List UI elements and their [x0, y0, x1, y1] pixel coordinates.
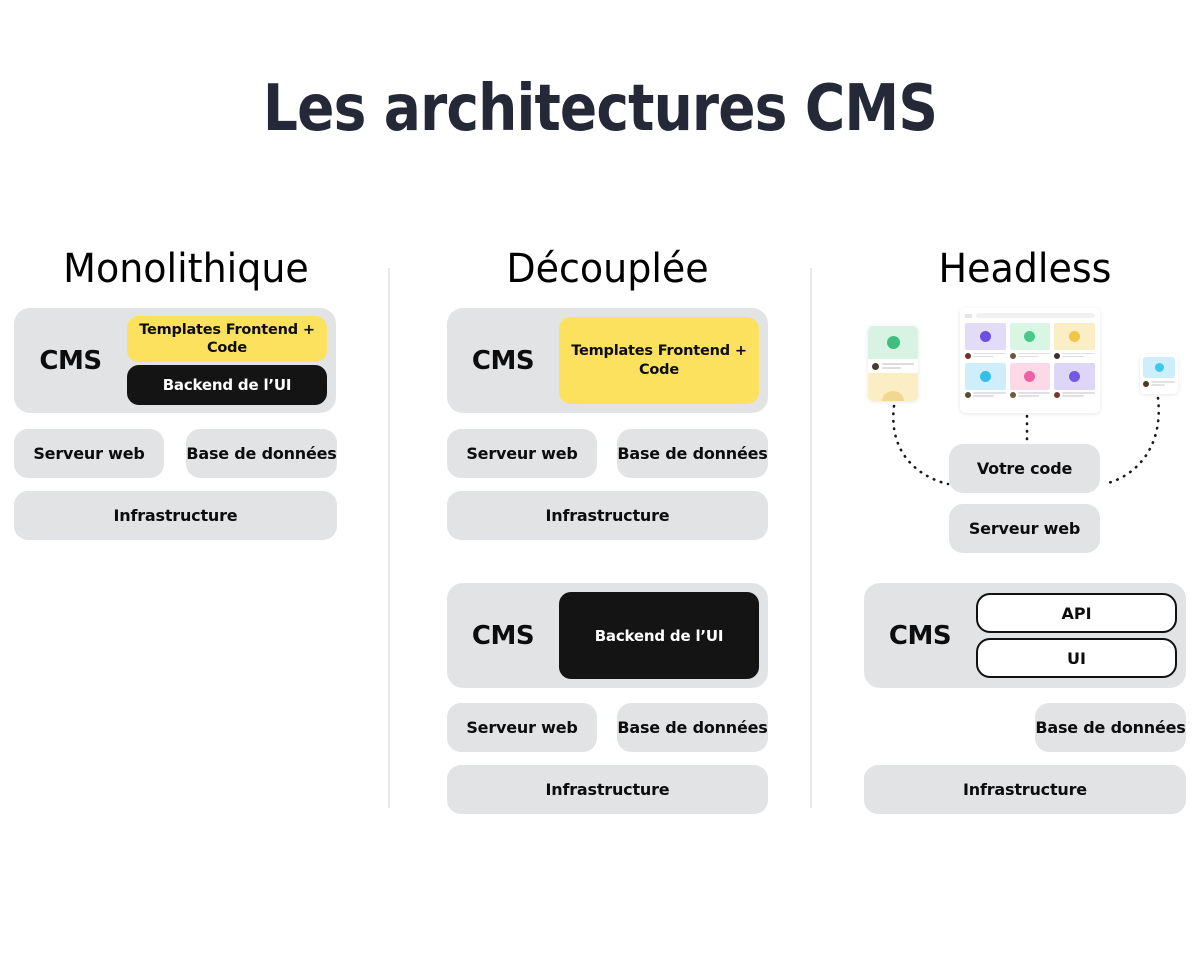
placeholder-lines: [882, 363, 914, 370]
cms-label: CMS: [39, 345, 102, 376]
avatar-icon: [965, 352, 971, 359]
mobile-card-preview-icon: [868, 326, 918, 401]
serveur-web-bar: Serveur web: [447, 703, 597, 752]
templates-frontend-code-box: Templates Frontend + Code: [127, 316, 327, 362]
mobile-second-image: [868, 373, 918, 401]
mobile-hero-image: [868, 326, 918, 359]
card-image: [965, 323, 1006, 350]
browser-grid-card: [965, 323, 1006, 359]
infrastructure-bar: Infrastructure: [864, 765, 1186, 814]
serveur-web-bar: Serveur web: [949, 504, 1100, 553]
mobile-arc-shape-icon: [882, 391, 904, 401]
cms-label: CMS: [471, 345, 535, 376]
infrastructure-bar: Infrastructure: [14, 491, 337, 540]
card-meta-row: [965, 392, 1006, 398]
card-meta-row: [1009, 392, 1051, 398]
avatar-icon: [1009, 392, 1016, 398]
column-decouplee: Découplée CMS Templates Frontend + Code …: [447, 246, 768, 814]
card-image: [965, 362, 1006, 390]
placeholder-lines: [1017, 392, 1051, 398]
placeholder-lines: [1151, 381, 1175, 387]
column-title-monolithique: Monolithique: [63, 246, 309, 292]
votre-code-bar: Votre code: [949, 444, 1100, 493]
browser-grid-card: [1009, 362, 1051, 398]
page-title: Les architectures CMS: [262, 72, 938, 146]
card-meta-row: [1054, 392, 1095, 398]
avatar-icon: [965, 392, 971, 398]
card-image: [1009, 362, 1051, 390]
card-meta-row: [1009, 352, 1051, 359]
column-divider-1: [388, 268, 390, 808]
api-box: API: [976, 593, 1177, 633]
browser-card-grid: [965, 323, 1095, 398]
placeholder-lines: [973, 392, 1006, 398]
avatar-icon: [1143, 381, 1149, 388]
placeholder-lines: [973, 352, 1006, 359]
avatar-icon: [1054, 392, 1061, 398]
logo-placeholder-icon: [965, 313, 972, 318]
headless-channels-visual: [864, 306, 1186, 488]
card-meta-row: [965, 352, 1006, 359]
backend-ui-box: Backend de l’UI: [559, 592, 759, 679]
serveur-web-bar: Serveur web: [447, 429, 597, 478]
card-image: [1054, 362, 1095, 390]
cms-block-monolithique: CMS Templates Frontend + Code Backend de…: [14, 308, 336, 413]
avatar-icon: [1009, 352, 1016, 359]
card-dot-icon: [979, 370, 991, 382]
cms-label: CMS: [471, 620, 535, 651]
serveur-web-bar: Serveur web: [14, 429, 164, 478]
mobile-hero-dot-icon: [886, 336, 900, 349]
column-title-decouplee: Découplée: [506, 246, 709, 292]
base-de-donnees-bar: Base de données: [617, 703, 768, 752]
card-image: [1009, 323, 1051, 350]
base-de-donnees-bar: Base de données: [1035, 703, 1186, 752]
templates-frontend-code-box: Templates Frontend + Code: [559, 317, 759, 404]
ui-box: UI: [976, 638, 1177, 678]
infrastructure-bar: Infrastructure: [447, 491, 768, 540]
card-dot-icon: [1024, 370, 1036, 382]
browser-grid-card: [1054, 323, 1095, 359]
card-dot-icon: [1069, 331, 1081, 342]
backend-ui-box: Backend de l’UI: [127, 365, 327, 405]
browser-grid-card: [1009, 323, 1051, 359]
widget-meta-row: [1143, 381, 1175, 388]
browser-top-bar: [965, 313, 1095, 318]
card-dot-icon: [1024, 331, 1036, 342]
card-image: [1054, 323, 1095, 350]
card-meta-row: [1054, 352, 1095, 359]
widget-card-preview-icon: [1140, 354, 1178, 394]
placeholder-lines: [1062, 392, 1095, 398]
cms-block-decouplee-frontend: CMS Templates Frontend + Code: [447, 308, 768, 413]
widget-image: [1143, 357, 1175, 378]
column-title-headless: Headless: [938, 246, 1112, 292]
column-headless: Headless: [864, 246, 1186, 814]
base-de-donnees-bar: Base de données: [617, 429, 768, 478]
cms-block-headless: CMS API UI: [864, 583, 1186, 688]
avatar-icon: [872, 363, 879, 370]
browser-grid-preview-icon: [960, 308, 1100, 413]
infrastructure-bar: Infrastructure: [447, 765, 768, 814]
column-divider-2: [810, 268, 812, 808]
browser-grid-card: [1054, 362, 1095, 398]
card-dot-icon: [979, 331, 991, 342]
widget-dot-icon: [1154, 363, 1164, 372]
placeholder-lines: [1062, 352, 1095, 359]
column-monolithique: Monolithique CMS Templates Frontend + Co…: [14, 246, 374, 540]
card-dot-icon: [1069, 370, 1081, 382]
mobile-meta-row: [868, 359, 918, 373]
search-bar-placeholder: [976, 313, 1095, 318]
placeholder-lines: [1017, 352, 1051, 359]
cms-block-decouplee-backend: CMS Backend de l’UI: [447, 583, 768, 688]
base-de-donnees-bar: Base de données: [186, 429, 337, 478]
cms-label: CMS: [888, 620, 952, 651]
avatar-icon: [1054, 352, 1061, 359]
browser-grid-card: [965, 362, 1006, 398]
